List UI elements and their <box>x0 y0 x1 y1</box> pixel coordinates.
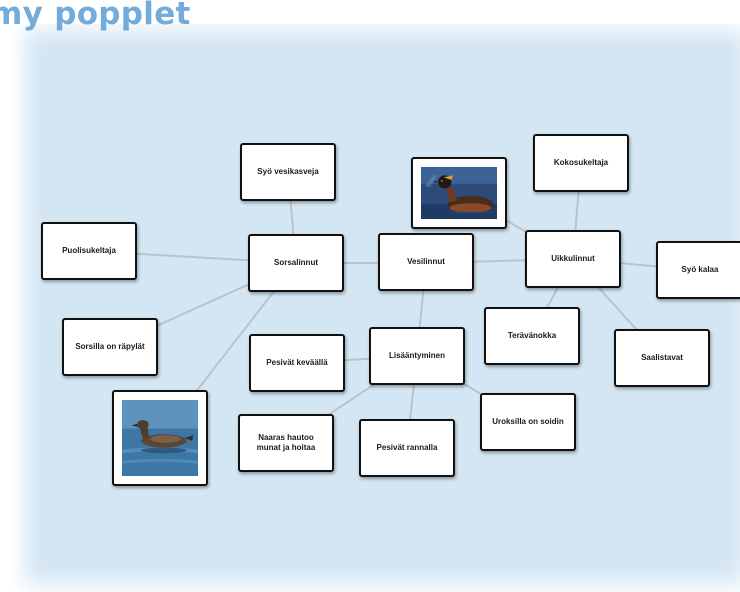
popple-uroksilla-soidin[interactable]: Uroksilla on soidin <box>480 393 576 451</box>
popple-sorsalinnut[interactable]: Sorsalinnut <box>248 234 344 292</box>
popple-kokosukeltaja[interactable]: Kokosukeltaja <box>533 134 629 192</box>
popple-naaras-hautoo[interactable]: Naaras hautoo munat ja hoitaa <box>238 414 334 472</box>
popple-uikkulinnut[interactable]: Uikkulinnut <box>525 230 621 288</box>
duck-photo <box>122 400 198 476</box>
popple-saalistavat[interactable]: Saalistavat <box>614 329 710 387</box>
popple-pesivat-rannalla[interactable]: Pesivät rannalla <box>359 419 455 477</box>
popplet-board[interactable] <box>12 24 740 592</box>
popple-pesivat-kevaalla[interactable]: Pesivät keväällä <box>249 334 345 392</box>
popple-grebe-photo[interactable] <box>411 157 507 229</box>
popple-duck-photo[interactable] <box>112 390 208 486</box>
popple-syo-kalaa[interactable]: Syö kalaa <box>656 241 740 299</box>
popple-sorsilla-rapylat[interactable]: Sorsilla on räpylät <box>62 318 158 376</box>
popple-puolisukeltaja[interactable]: Puolisukeltaja <box>41 222 137 280</box>
grebe-photo <box>421 167 497 219</box>
popple-teravanokka[interactable]: Terävänokka <box>484 307 580 365</box>
popple-lisaantyminen[interactable]: Lisääntyminen <box>369 327 465 385</box>
popple-vesilinnut[interactable]: Vesilinnut <box>378 233 474 291</box>
page-title: my popplet <box>0 0 191 32</box>
popple-syo-vesikasveja[interactable]: Syö vesikasveja <box>240 143 336 201</box>
